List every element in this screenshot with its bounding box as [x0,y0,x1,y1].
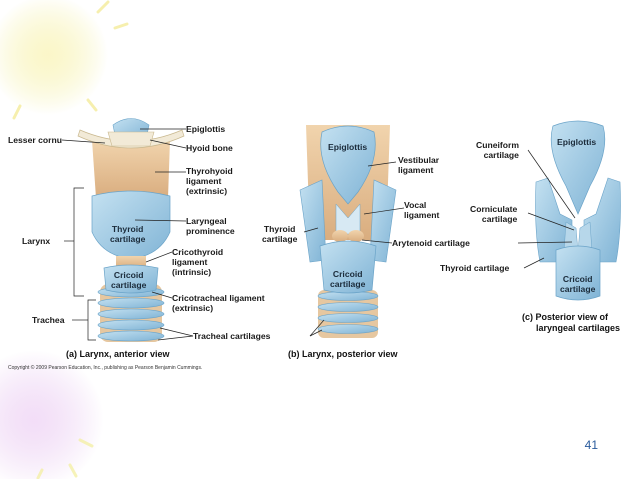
label-larynx: Larynx [22,236,51,246]
anterior-view [77,118,185,342]
label-trachea: Trachea [32,315,65,325]
label-lesser-cornu: Lesser cornu [8,135,62,145]
caption-posterior-view: (b) Larynx, posterior view [288,349,398,359]
label-hyoid-bone: Hyoid bone [186,143,233,153]
copyright-notice: Copyright © 2009 Pearson Education, Inc.… [8,365,203,371]
caption-anterior-view: (a) Larynx, anterior view [66,349,170,359]
trachea-rings-posterior [317,290,379,338]
label-cricotracheal-ligament: Cricotracheal ligament(extrinsic) [172,293,265,313]
label-arytenoid-cartilage: Arytenoid cartilage [392,238,470,248]
cartilages-posterior [535,120,621,301]
label-epiglottis-anterior: Epiglottis [186,124,226,134]
posterior-view [299,125,397,338]
label-epiglottis-posterior: Epiglottis [328,142,368,152]
page-number: 41 [584,438,598,452]
label-tracheal-cartilages: Tracheal cartilages [193,331,271,341]
label-epiglottis-cartilages: Epiglottis [557,137,597,147]
decorative-background [0,0,129,479]
label-thyroid-cartilage-cartilages: Thyroid cartilage [440,263,510,273]
leader-lines [61,128,576,341]
